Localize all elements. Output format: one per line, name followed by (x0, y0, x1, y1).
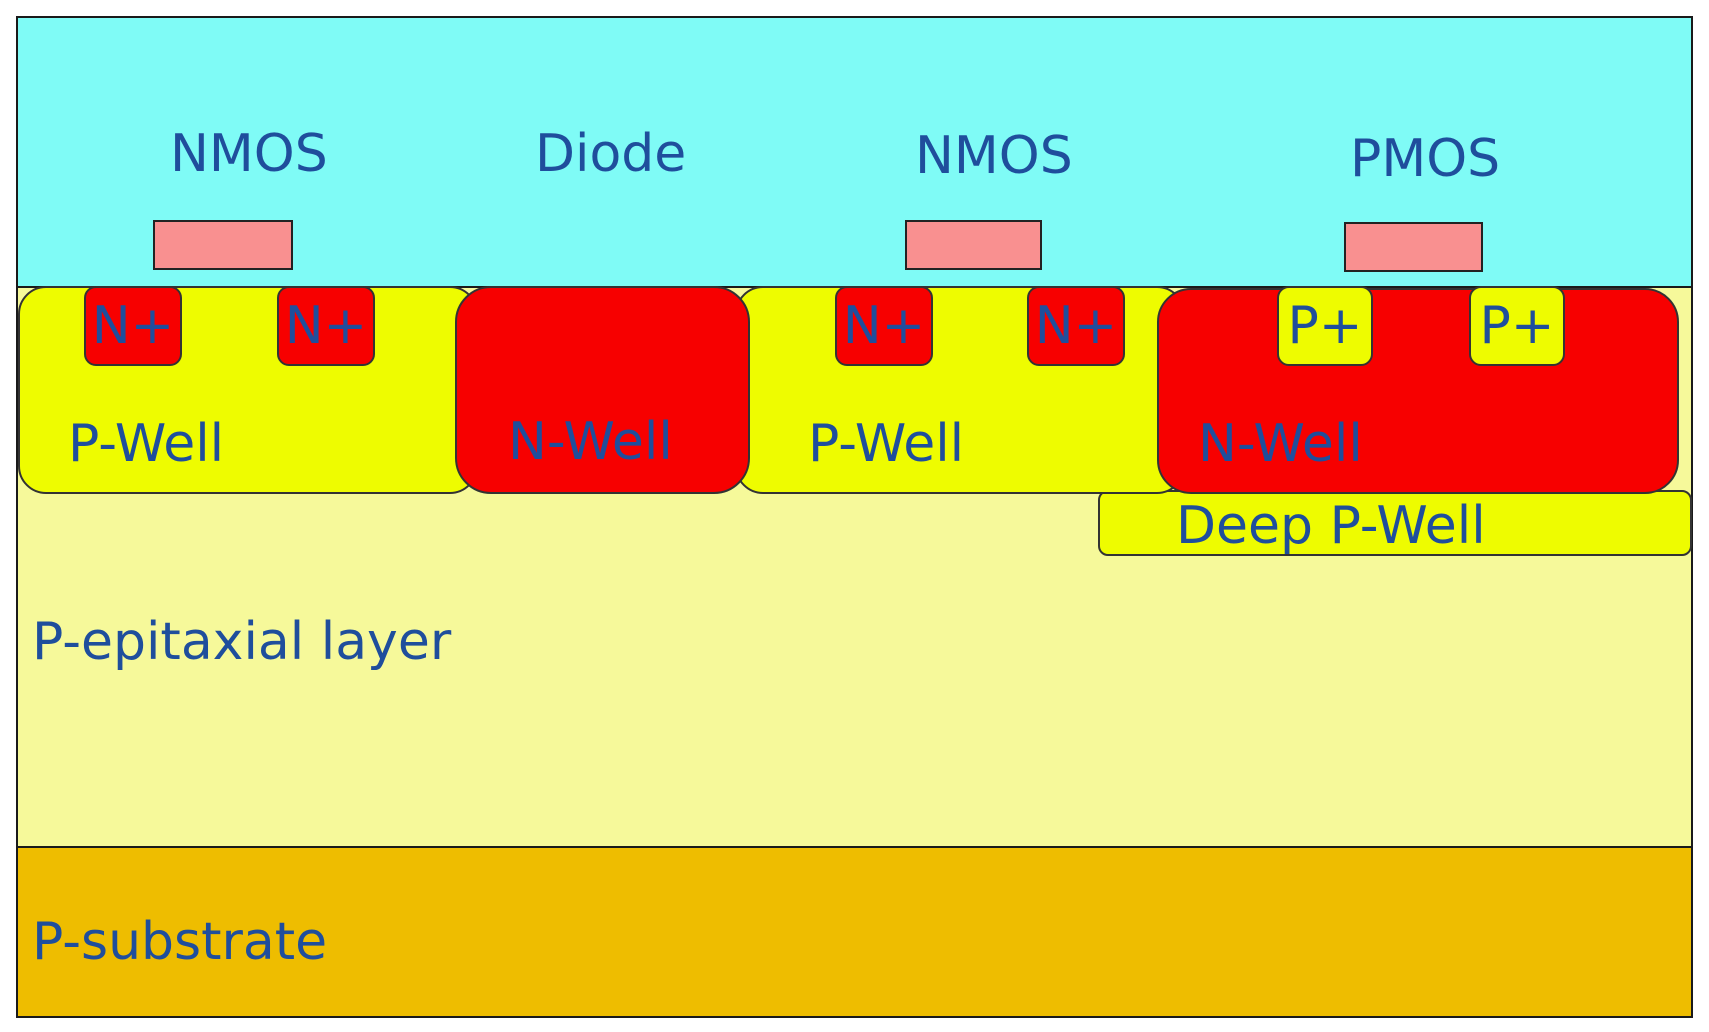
n-well-1 (455, 286, 750, 494)
n-plus-label: N+ (1034, 296, 1118, 356)
p-well-1-label: P-Well (68, 414, 225, 474)
p-plus-label: P+ (1479, 296, 1555, 356)
p-plus-contact: P+ (1469, 286, 1565, 366)
n-well-2-label: N-Well (1198, 414, 1363, 474)
p-substrate-label: P-substrate (32, 912, 328, 972)
n-well-2 (1157, 288, 1679, 494)
gate-nmos-1 (153, 220, 293, 270)
n-plus-contact: N+ (835, 286, 933, 366)
gate-pmos (1344, 222, 1483, 272)
pmos-label: PMOS (1350, 129, 1501, 189)
n-well-1-label: N-Well (508, 412, 673, 472)
nmos-1-label: NMOS (170, 124, 328, 184)
p-well-2-label: P-Well (808, 414, 965, 474)
n-plus-contact: N+ (277, 286, 375, 366)
gate-nmos-2 (905, 220, 1042, 270)
n-plus-contact: N+ (1027, 286, 1125, 366)
n-plus-contact: N+ (84, 286, 182, 366)
n-plus-label: N+ (284, 296, 368, 356)
p-plus-contact: P+ (1277, 286, 1373, 366)
n-plus-label: N+ (91, 296, 175, 356)
n-plus-label: N+ (842, 296, 926, 356)
p-epitaxial-label: P-epitaxial layer (32, 612, 452, 672)
nmos-2-label: NMOS (915, 126, 1073, 186)
p-plus-label: P+ (1287, 296, 1363, 356)
deep-p-well-label: Deep P-Well (1176, 496, 1486, 556)
deep-p-well (1098, 490, 1692, 556)
diode-label: Diode (535, 124, 687, 184)
p-substrate-layer (16, 846, 1693, 1018)
